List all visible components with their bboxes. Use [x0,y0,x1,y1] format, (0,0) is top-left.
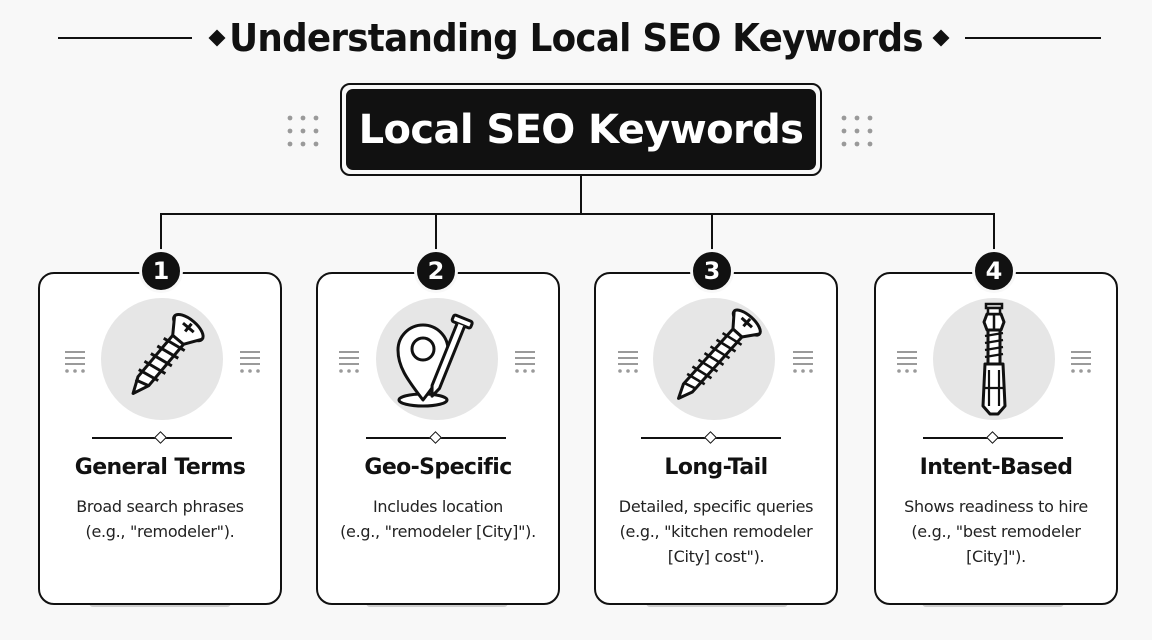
step-badge: 1 [139,249,183,293]
step-badge: 3 [690,249,734,293]
connector-drop-1 [160,213,162,253]
icon-circle [101,298,223,420]
map-pin-nail-icon [396,313,474,408]
dot-grid-left-icon [287,115,319,147]
page-title: Understanding Local SEO Keywords [229,16,923,60]
long-screw-icon [677,308,762,400]
card-title: Long-Tail [664,455,768,480]
connector-drop-3 [711,213,713,253]
card-description: Shows readiness to hire (e.g., "best rem… [874,494,1118,569]
lines-deco-icon [1071,351,1091,373]
step-badge: 4 [972,249,1016,293]
connector-trunk [580,176,582,214]
dot-grid-right-icon [841,115,873,147]
lines-deco-icon [897,351,917,373]
lines-deco-icon [793,351,813,373]
connector-drop-4 [993,213,995,253]
step-badge: 2 [414,249,458,293]
header-rule-left [58,37,192,39]
card-desc-line: (e.g., "kitchen remodeler [619,522,813,541]
icon-circle [933,298,1055,420]
screw-icon [131,312,205,395]
lines-deco-icon [515,351,535,373]
card-desc-line: Includes location [372,497,504,516]
connector-drop-2 [435,213,437,253]
card-desc-line: (e.g., "remodeler"). [85,522,235,541]
header-rule-right [965,37,1101,39]
anchor-bolt-icon [981,302,1007,416]
card-description: Detailed, specific queries (e.g., "kitch… [594,494,838,569]
card-title: Geo-Specific [364,455,512,480]
lines-deco-icon [240,351,260,373]
root-node: Local SEO Keywords [346,89,816,170]
card-desc-line: (e.g., "remodeler [City]"). [340,522,536,541]
card-title: General Terms [74,455,246,480]
card-desc-line: [City]"). [966,547,1026,566]
card-desc-line: (e.g., "best remodeler [911,522,1081,541]
lines-deco-icon [65,351,85,373]
card-desc-line: Detailed, specific queries [618,497,814,516]
card-description: Includes location (e.g., "remodeler [Cit… [316,494,560,544]
card-description: Broad search phrases (e.g., "remodeler")… [38,494,282,544]
lines-deco-icon [339,351,359,373]
lines-deco-icon [618,351,638,373]
card-desc-line: Broad search phrases [76,497,244,516]
card-title: Intent-Based [919,455,1073,480]
card-desc-line: [City] cost"). [667,547,765,566]
icon-circle [653,298,775,420]
connector-bar [160,213,995,215]
card-desc-line: Shows readiness to hire [904,497,1088,516]
icon-circle [376,298,498,420]
root-node-title: Local SEO Keywords [358,106,804,153]
